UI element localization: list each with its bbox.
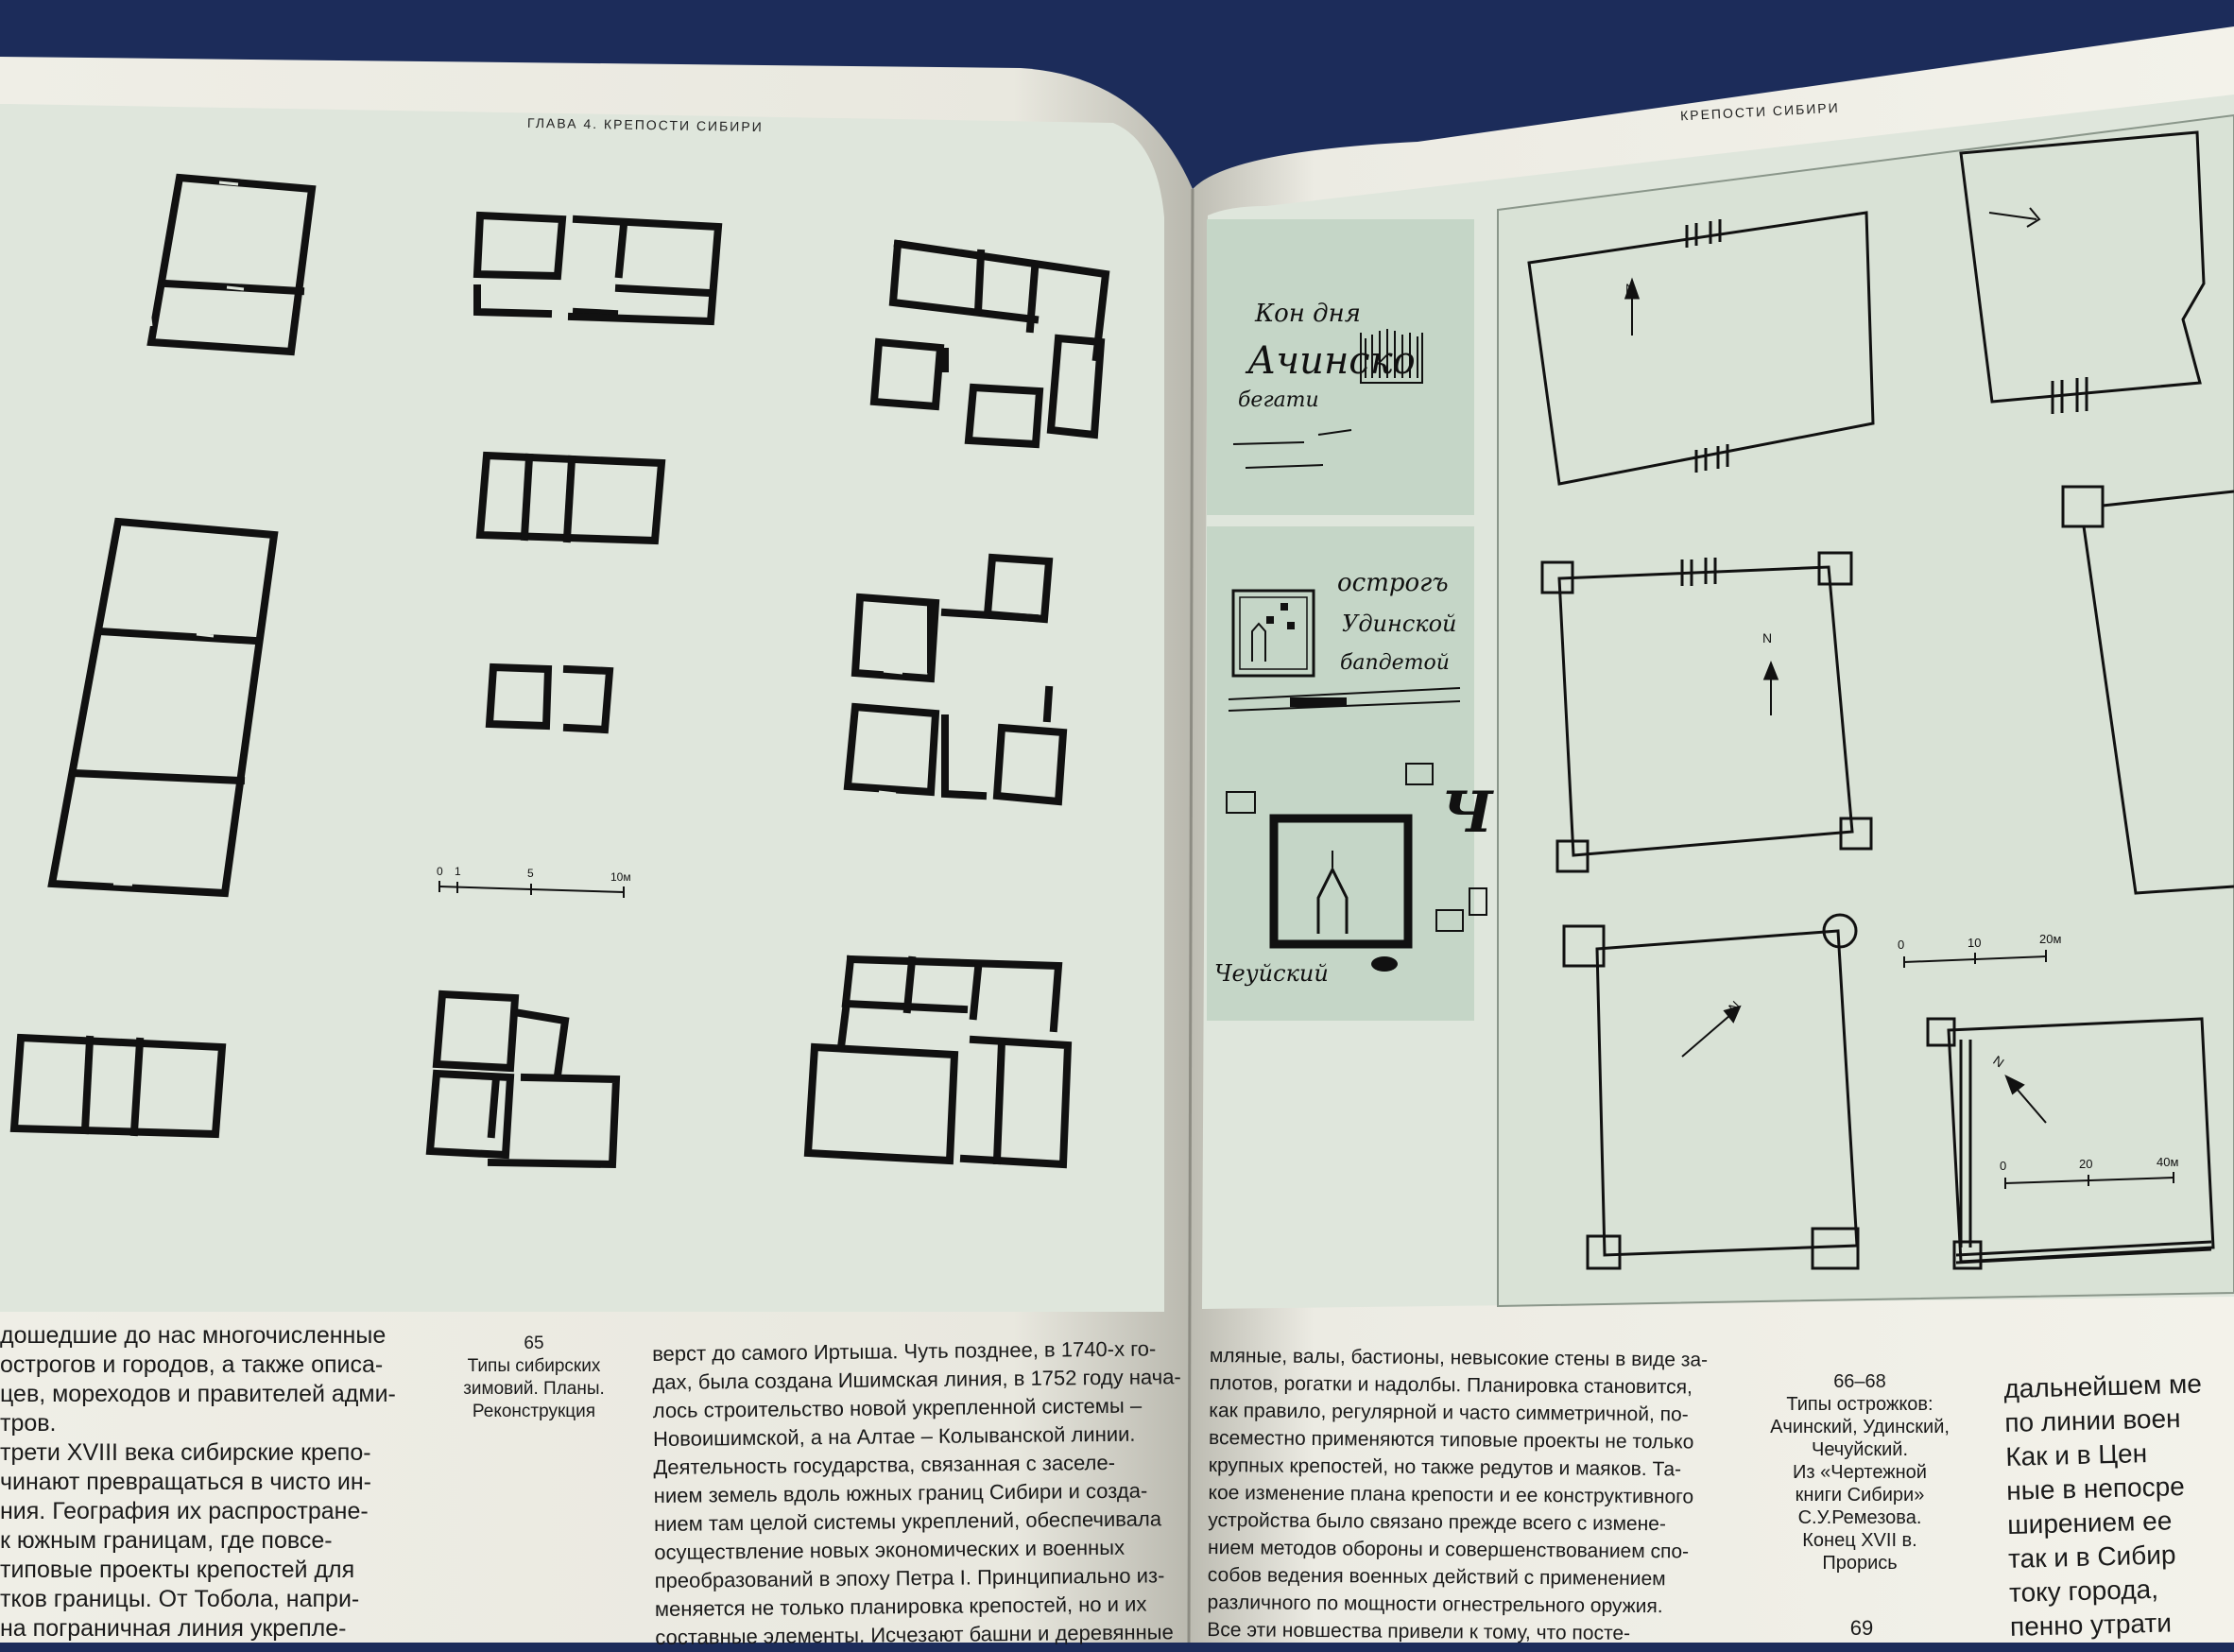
map-panel-1 <box>1207 219 1474 515</box>
caption-line: Реконструкция <box>472 1402 596 1421</box>
scale-tick-5: 5 <box>527 867 534 880</box>
map3-label: Чеуйский <box>1214 960 1329 987</box>
caption-line: зимовий. Планы. <box>463 1379 605 1399</box>
caption-line: Типы сибирских <box>467 1356 601 1376</box>
map2-line3: бапдетой <box>1340 651 1450 675</box>
fort-plan-3 <box>1540 551 1873 873</box>
scale1-tick-0: 0 <box>1898 938 1904 952</box>
caption-number: 66–68 <box>1833 1371 1886 1392</box>
plan-g <box>843 553 1068 806</box>
plan-j <box>803 955 1073 1169</box>
map1-line1: Кон дня <box>1254 300 1361 328</box>
plan-d <box>475 451 666 545</box>
plan-i <box>425 989 621 1169</box>
map2-line2: Удинской <box>1342 611 1457 637</box>
north-label-2: N <box>1762 630 1772 645</box>
fort-plan-5 <box>1562 913 1860 1270</box>
fort-plan-1 <box>1527 211 1875 486</box>
scale-tick-1: 1 <box>455 865 461 878</box>
left-caption: 65 Типы сибирских зимовий. Планы. Реконс… <box>444 1333 624 1423</box>
fort-plan-2 <box>1959 130 2206 414</box>
zimovye-plans: 0 1 5 10м <box>9 173 1110 1169</box>
scale-tick-0: 0 <box>437 865 443 878</box>
plan-e <box>47 517 279 898</box>
scale2-tick-0: 0 <box>2000 1159 2006 1173</box>
caption-number: 65 <box>524 1334 544 1353</box>
north-label-1: N <box>1625 281 1635 296</box>
left-scale-bar <box>438 881 625 898</box>
fortress-frame <box>1497 113 2234 1308</box>
scale-tick-10m: 10м <box>610 870 631 884</box>
plan-c <box>869 239 1110 449</box>
right-caption: 66–68 Типы острожков: Ачинский, Удинский… <box>1756 1370 1964 1575</box>
right-column-1: мляные, валы, бастионы, невысокие стены … <box>1207 1344 1709 1644</box>
fort-plan-6 <box>1926 1017 2215 1270</box>
map2-sketch: острогъ Удинской бапдетой <box>1228 569 1461 712</box>
left-column-1: дошедшие до нас многочисленные острогов … <box>0 1322 396 1642</box>
right-scale-bar-1 <box>1903 950 2047 968</box>
left-column-2: верст до самого Иртыша. Чуть позднее, в … <box>652 1336 1181 1649</box>
page-number: 69 <box>1849 1616 1874 1640</box>
map2-line1: острогъ <box>1337 569 1449 597</box>
plan-h <box>9 1033 227 1139</box>
map3-letter: Ч <box>1441 780 1494 846</box>
scale2-tick-20: 20 <box>2079 1157 2092 1171</box>
left-plate <box>0 104 1164 1312</box>
right-column-2: дальнейшем ме по линии воен Как и в Цен … <box>2003 1368 2203 1642</box>
north-label-4: N <box>1990 1053 2006 1071</box>
map1-title: Ачинско <box>1245 339 1416 383</box>
plan-f <box>485 663 614 734</box>
right-scale-bar-2 <box>2004 1172 2174 1189</box>
fort-plan-4 <box>2061 485 2234 895</box>
scale1-tick-20m: 20м <box>2039 932 2061 946</box>
map1-sketch: Ачинско Кон дня бегати <box>1232 300 1423 469</box>
scale1-tick-10: 10 <box>1968 936 1981 950</box>
scale2-tick-40m: 40м <box>2157 1155 2178 1169</box>
plan-b <box>473 211 723 326</box>
map3-sketch: Ч Чеуйский <box>1214 763 1494 987</box>
map1-line2: бегати <box>1238 388 1319 412</box>
